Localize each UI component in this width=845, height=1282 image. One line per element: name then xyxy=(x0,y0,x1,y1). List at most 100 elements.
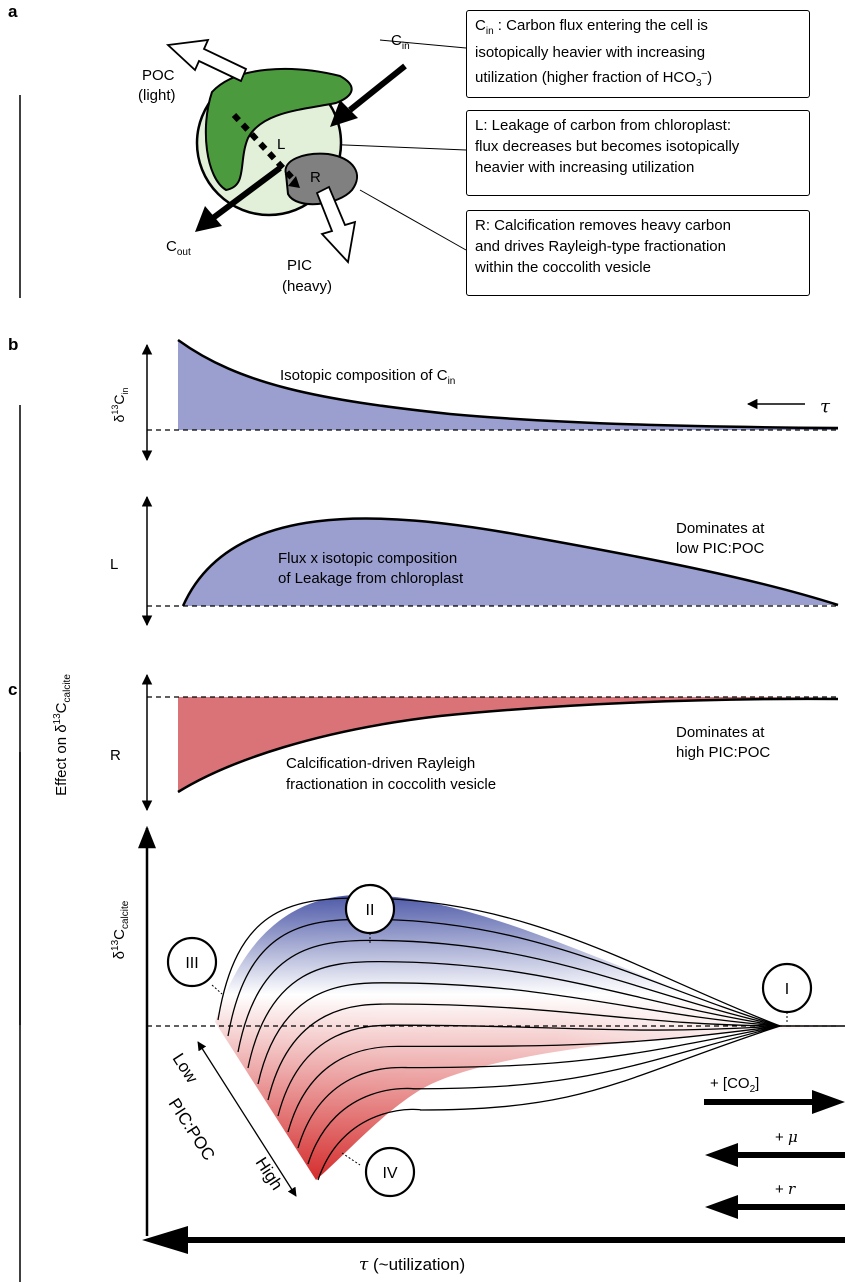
r-arrow-head xyxy=(705,1195,738,1219)
panel-c-x-axis-head xyxy=(142,1226,188,1254)
r-label: R xyxy=(310,169,321,186)
panel-b-y-axis-sub: calcite xyxy=(62,674,73,703)
leak-label-line1: Flux x isotopic composition xyxy=(278,550,457,567)
cin-box-line2: isotopically heavier with increasing xyxy=(475,44,706,61)
panel-c-y-axis-sub: calcite xyxy=(120,900,131,929)
cin-box-line1: : Carbon flux entering the cell is xyxy=(493,17,708,34)
cin-box-line3-sub: 3 xyxy=(695,78,702,89)
co2-arrow-head xyxy=(812,1090,845,1114)
regime-ii-circle xyxy=(344,883,396,935)
cin-axis-sup: 13 xyxy=(110,405,120,415)
panel-c-x-axis-rest: (~utilization) xyxy=(368,1255,465,1274)
tau-label: τ xyxy=(820,396,831,417)
leak-box-line2: flux decreases but becomes isotopically xyxy=(475,138,740,155)
poc-label: POC xyxy=(142,67,175,84)
leak-box-line3: heavier with increasing utilization xyxy=(475,159,695,176)
utilization-curve xyxy=(237,939,781,1053)
panel-b: Effect on δ13Ccalcite δ13Cin Isotopic co… xyxy=(19,338,840,1025)
utilization-curve xyxy=(277,1024,781,1117)
utilization-curve xyxy=(227,918,781,1037)
regime-iv: IV xyxy=(341,1146,416,1198)
regime-iv-circle xyxy=(364,1146,416,1198)
cin-fill xyxy=(178,340,838,430)
poc-hollow-arrow xyxy=(165,38,248,83)
regime-i-label: I xyxy=(785,981,789,998)
leak-dominates-line1: Dominates at xyxy=(676,520,765,537)
regime-iii-circle xyxy=(166,936,218,988)
cin-box-lead: C xyxy=(475,17,486,34)
utilization-curve xyxy=(267,1003,781,1101)
leak-axis-label: L xyxy=(110,556,118,573)
regime-i: I xyxy=(761,962,813,1024)
pic-poc-high: High xyxy=(252,1154,287,1194)
regime-iv-label: IV xyxy=(382,1165,397,1182)
l-label: L xyxy=(277,136,285,153)
leak-box-line1: L: Leakage of carbon from chloroplast: xyxy=(475,117,731,134)
leak-info-box: L: Leakage of carbon from chloroplast: f… xyxy=(466,110,810,196)
pic-hollow-arrow xyxy=(315,185,357,264)
dotted-pathway-head xyxy=(288,176,300,188)
coccolith-vesicle xyxy=(284,152,358,206)
cin-label-sub: in xyxy=(402,41,410,52)
rayleigh-connector xyxy=(359,189,467,251)
r-label: + r xyxy=(775,1180,796,1198)
cin-box-line3: utilization (higher fraction of HCO xyxy=(475,69,696,86)
cin-text: Isotopic composition of C xyxy=(280,367,448,384)
regime-iii-label: III xyxy=(185,955,198,972)
leak-curve xyxy=(181,517,839,607)
panel-b-y-axis-delta: Effect on δ xyxy=(53,724,70,795)
cin-axis-c: C xyxy=(111,395,127,405)
regime-i-circle xyxy=(761,962,813,1014)
chloroplast xyxy=(204,68,353,192)
cin-text-sub: in xyxy=(448,376,456,387)
cin-box-lead-sub: in xyxy=(485,26,494,37)
regime-iii: III xyxy=(166,936,223,995)
co2-label: + [CO2] xyxy=(710,1075,759,1095)
cin-text-label: Isotopic composition of Cin xyxy=(280,367,455,387)
cout-label-sub: out xyxy=(177,247,191,258)
cin-axis-label: δ13Cin xyxy=(110,388,130,423)
leak-dominates-line2: low PIC:POC xyxy=(676,540,765,557)
utilization-curve xyxy=(287,1025,781,1133)
dotted-pathway xyxy=(231,112,297,183)
regime-ii-label: II xyxy=(366,902,375,919)
rayleigh-axis-label: R xyxy=(110,747,121,764)
leak-fill xyxy=(183,518,838,606)
pic-poc-mid: PIC:POC xyxy=(165,1095,219,1164)
mu-label: + μ xyxy=(775,1128,798,1146)
rayleigh-dominates-line1: Dominates at xyxy=(676,724,765,741)
mu-label-pre: + xyxy=(775,1129,788,1146)
pic-label: PIC xyxy=(287,257,312,274)
utilization-curve xyxy=(247,960,781,1069)
cin-connector xyxy=(379,39,467,49)
cout-arrow-head xyxy=(195,206,222,232)
cout-label-c: C xyxy=(166,238,177,255)
cin-label: Cin xyxy=(391,32,410,52)
regime-ii: II xyxy=(344,883,396,944)
co2-label-pre: + [CO xyxy=(710,1075,750,1092)
pic-sub-label: (heavy) xyxy=(282,278,332,295)
panel-c-y-axis-c: C xyxy=(111,929,128,940)
regime-iii-leader xyxy=(211,984,223,995)
cin-box-line3-sup: – xyxy=(701,68,708,79)
panel-a: POC (light) Cin L R Cout PIC (heavy) xyxy=(19,32,467,298)
rayleigh-info-box: R: Calcification removes heavy carbon an… xyxy=(466,210,810,296)
rayleigh-label-line1: Calcification-driven Rayleigh xyxy=(286,755,475,772)
cin-box-line3-post: ) xyxy=(707,69,713,86)
co2-label-sub: 2 xyxy=(750,1084,756,1095)
cin-arrow xyxy=(348,63,407,113)
rayleigh-dominates-line2: high PIC:POC xyxy=(676,744,770,761)
panel-c-y-axis-sup: 13 xyxy=(110,939,121,951)
utilization-curve xyxy=(317,1025,781,1181)
pic-poc-low: Low xyxy=(169,1050,202,1087)
cin-axis-sub: in xyxy=(120,388,130,395)
panel-c-x-axis-tau: τ xyxy=(359,1255,369,1275)
cin-curve xyxy=(177,338,839,430)
panel-a-letter: a xyxy=(8,2,18,21)
leak-label-line2: of Leakage from chloroplast xyxy=(278,570,464,587)
cin-arrow-head xyxy=(330,100,358,127)
curve-family xyxy=(217,897,781,1181)
panel-c-y-axis-label: δ13Ccalcite xyxy=(110,900,131,959)
mu-label-symbol: μ xyxy=(788,1128,798,1146)
